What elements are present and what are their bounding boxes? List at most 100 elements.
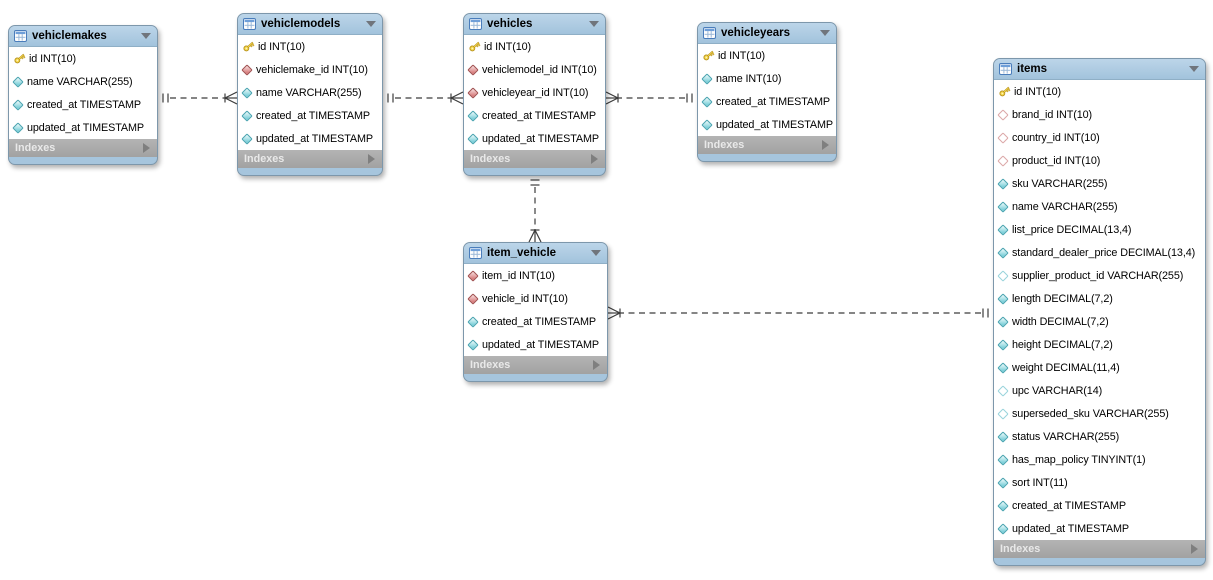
indexes-footer[interactable]: Indexes <box>9 139 157 157</box>
column-row[interactable]: list_price DECIMAL(13,4) <box>994 218 1205 241</box>
column-row[interactable]: updated_at TIMESTAMP <box>464 127 605 150</box>
table-header[interactable]: vehicles <box>464 14 605 35</box>
column-icon <box>997 476 1009 489</box>
column-row[interactable]: height DECIMAL(7,2) <box>994 333 1205 356</box>
column-icon <box>467 315 479 328</box>
expand-arrow-icon[interactable] <box>143 143 150 153</box>
column-icon <box>12 75 24 88</box>
table-vehicleyears[interactable]: vehicleyears id INT(10)name INT(10)create… <box>697 22 837 162</box>
column-row[interactable]: sort INT(11) <box>994 471 1205 494</box>
column-row[interactable]: name VARCHAR(255) <box>238 81 382 104</box>
column-label: updated_at TIMESTAMP <box>716 118 834 131</box>
column-row[interactable]: item_id INT(10) <box>464 264 607 287</box>
table-title: vehicleyears <box>721 27 791 39</box>
column-row[interactable]: status VARCHAR(255) <box>994 425 1205 448</box>
relationship-items-item_vehicle[interactable] <box>607 306 989 320</box>
column-row[interactable]: name VARCHAR(255) <box>9 70 157 93</box>
indexes-footer[interactable]: Indexes <box>994 540 1205 558</box>
column-row[interactable]: superseded_sku VARCHAR(255) <box>994 402 1205 425</box>
collapse-arrow-icon[interactable] <box>589 21 599 27</box>
collapse-arrow-icon[interactable] <box>820 30 830 36</box>
indexes-label: Indexes <box>470 153 511 165</box>
column-row[interactable]: supplier_product_id VARCHAR(255) <box>994 264 1205 287</box>
column-row[interactable]: vehiclemodel_id INT(10) <box>464 58 605 81</box>
primary-key-icon <box>13 52 26 65</box>
column-icon <box>997 200 1009 213</box>
column-row[interactable]: vehicle_id INT(10) <box>464 287 607 310</box>
column-icon <box>701 72 713 85</box>
table-header[interactable]: items <box>994 59 1205 80</box>
column-row[interactable]: created_at TIMESTAMP <box>464 310 607 333</box>
column-label: updated_at TIMESTAMP <box>256 132 374 145</box>
collapse-arrow-icon[interactable] <box>141 33 151 39</box>
column-row[interactable]: updated_at TIMESTAMP <box>698 113 836 136</box>
column-row[interactable]: id INT(10) <box>994 80 1205 103</box>
column-row[interactable]: id INT(10) <box>238 35 382 58</box>
table-icon <box>703 27 716 39</box>
column-label: sort INT(11) <box>1012 476 1068 489</box>
column-row[interactable]: name VARCHAR(255) <box>994 195 1205 218</box>
relationship-vehiclemodels-vehicles[interactable] <box>387 91 464 105</box>
column-row[interactable]: brand_id INT(10) <box>994 103 1205 126</box>
column-row[interactable]: vehicleyear_id INT(10) <box>464 81 605 104</box>
column-row[interactable]: created_at TIMESTAMP <box>464 104 605 127</box>
column-row[interactable]: created_at TIMESTAMP <box>238 104 382 127</box>
column-row[interactable]: id INT(10) <box>698 44 836 67</box>
column-row[interactable]: vehiclemake_id INT(10) <box>238 58 382 81</box>
expand-arrow-icon[interactable] <box>593 360 600 370</box>
column-label: height DECIMAL(7,2) <box>1012 338 1113 351</box>
collapse-arrow-icon[interactable] <box>591 250 601 256</box>
collapse-arrow-icon[interactable] <box>1189 66 1199 72</box>
foreign-key-icon <box>241 63 253 76</box>
column-row[interactable]: updated_at TIMESTAMP <box>9 116 157 139</box>
table-header[interactable]: vehiclemakes <box>9 26 157 47</box>
column-row[interactable]: product_id INT(10) <box>994 149 1205 172</box>
relationship-vehicles-item_vehicle[interactable] <box>528 179 542 243</box>
column-row[interactable]: weight DECIMAL(11,4) <box>994 356 1205 379</box>
column-row[interactable]: upc VARCHAR(14) <box>994 379 1205 402</box>
table-header[interactable]: vehiclemodels <box>238 14 382 35</box>
foreign-key-icon <box>467 292 479 305</box>
column-row[interactable]: id INT(10) <box>464 35 605 58</box>
relationship-vehicleyears-vehicles[interactable] <box>605 91 693 105</box>
column-label: name VARCHAR(255) <box>256 86 362 99</box>
indexes-footer[interactable]: Indexes <box>464 356 607 374</box>
table-header[interactable]: item_vehicle <box>464 243 607 264</box>
column-row[interactable]: length DECIMAL(7,2) <box>994 287 1205 310</box>
table-header[interactable]: vehicleyears <box>698 23 836 44</box>
column-row[interactable]: sku VARCHAR(255) <box>994 172 1205 195</box>
column-row[interactable]: updated_at TIMESTAMP <box>238 127 382 150</box>
column-row[interactable]: standard_dealer_price DECIMAL(13,4) <box>994 241 1205 264</box>
expand-arrow-icon[interactable] <box>591 154 598 164</box>
indexes-footer[interactable]: Indexes <box>698 136 836 154</box>
expand-arrow-icon[interactable] <box>368 154 375 164</box>
column-icon <box>997 499 1009 512</box>
column-row[interactable]: width DECIMAL(7,2) <box>994 310 1205 333</box>
expand-arrow-icon[interactable] <box>822 140 829 150</box>
table-columns: item_id INT(10)vehicle_id INT(10)created… <box>464 264 607 356</box>
indexes-footer[interactable]: Indexes <box>238 150 382 168</box>
column-row[interactable]: country_id INT(10) <box>994 126 1205 149</box>
column-row[interactable]: updated_at TIMESTAMP <box>994 517 1205 540</box>
foreign-key-nullable-icon <box>997 108 1009 121</box>
indexes-footer[interactable]: Indexes <box>464 150 605 168</box>
column-row[interactable]: id INT(10) <box>9 47 157 70</box>
column-row[interactable]: has_map_policy TINYINT(1) <box>994 448 1205 471</box>
column-row[interactable]: updated_at TIMESTAMP <box>464 333 607 356</box>
collapse-arrow-icon[interactable] <box>366 21 376 27</box>
expand-arrow-icon[interactable] <box>1191 544 1198 554</box>
column-icon <box>467 132 479 145</box>
column-label: updated_at TIMESTAMP <box>27 121 145 134</box>
column-row[interactable]: created_at TIMESTAMP <box>698 90 836 113</box>
table-columns: id INT(10)name INT(10)created_at TIMESTA… <box>698 44 836 136</box>
column-row[interactable]: created_at TIMESTAMP <box>9 93 157 116</box>
column-row[interactable]: created_at TIMESTAMP <box>994 494 1205 517</box>
relationship-vehiclemakes-vehiclemodels[interactable] <box>162 91 238 105</box>
column-row[interactable]: name INT(10) <box>698 67 836 90</box>
